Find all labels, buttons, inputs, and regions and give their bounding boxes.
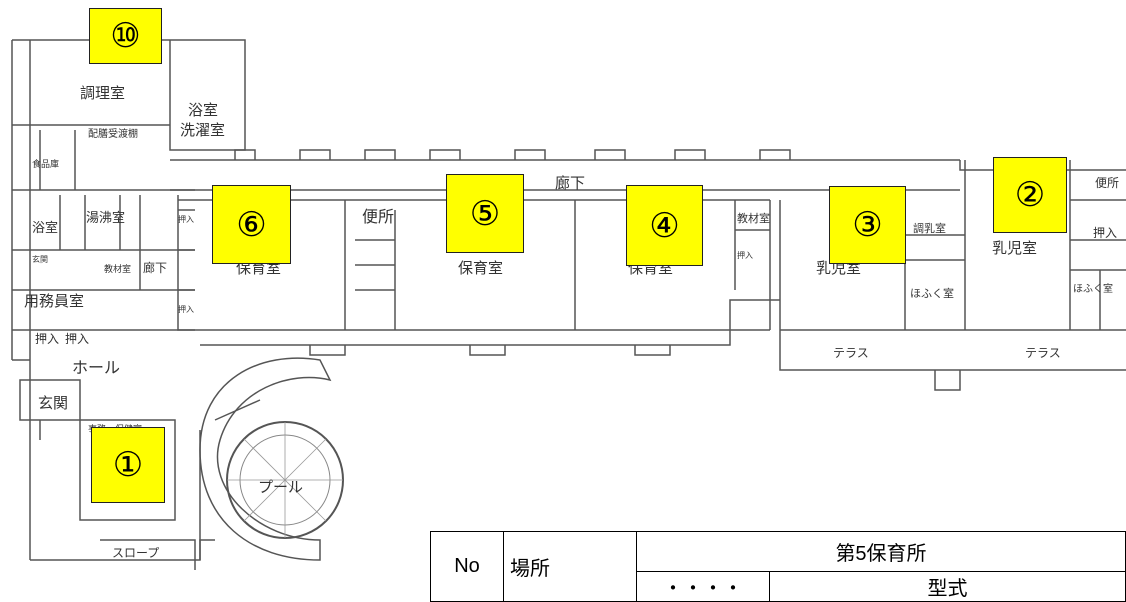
- label-janitor-room: 用務員室: [24, 292, 84, 310]
- label-bathroom-small: 浴室: [32, 220, 58, 236]
- label-toilet-a: 便所: [362, 207, 394, 226]
- label-entrance-small: 玄関: [32, 254, 48, 264]
- label-pool: プール: [258, 478, 303, 496]
- label-closet-b: 押入: [178, 304, 194, 314]
- marker-5: ⑤: [446, 174, 524, 253]
- label-entrance: 玄関: [38, 394, 68, 412]
- label-corridor-main: 廊下: [555, 174, 585, 192]
- label-cooking-room: 調理室: [80, 84, 125, 102]
- label-materials-room-b: 教材室: [737, 211, 770, 225]
- label-terrace-a: テラス: [833, 346, 869, 360]
- marker-10: ⑩: [89, 8, 162, 64]
- marker-3: ③: [829, 186, 906, 264]
- label-infant-room-2: 乳児室: [992, 239, 1037, 257]
- label-terrace-b: テラス: [1025, 346, 1061, 360]
- label-hot-water-room: 湯沸室: [86, 210, 125, 226]
- marker-2: ②: [993, 157, 1067, 233]
- label-closet-e: 押入: [737, 250, 753, 260]
- col-place-header: 場所: [503, 531, 637, 602]
- label-hall: ホール: [72, 358, 120, 377]
- label-food-storage: 食品庫: [32, 158, 59, 170]
- label-nursery-5: 保育室: [458, 259, 503, 277]
- label-clothes-room-b: ほふく室: [1073, 282, 1113, 295]
- marker-6: ⑥: [212, 185, 291, 264]
- label-closet-c: 押入: [35, 332, 59, 346]
- label-closet-f: 押入: [1093, 226, 1117, 240]
- info-table: No 場所 第5保育所 ・・・・ 型式: [430, 531, 1126, 602]
- label-slope: スロープ: [112, 546, 159, 560]
- sub-header-a: ・・・・: [636, 571, 770, 602]
- marker-1: ①: [91, 427, 165, 503]
- label-corridor-side: 廊下: [143, 260, 167, 275]
- marker-4: ④: [626, 185, 703, 266]
- label-closet-a: 押入: [178, 214, 194, 224]
- label-materials-room-a: 教材室: [104, 263, 131, 275]
- label-toilet-b: 便所: [1095, 176, 1119, 190]
- label-clothes-room-a: ほふく室: [910, 286, 954, 300]
- label-closet-d: 押入: [65, 332, 89, 346]
- facility-header: 第5保育所: [636, 531, 1126, 572]
- floor-plan: 調理室 浴室 洗濯室 配膳受渡棚 食品庫 浴室 湯沸室 玄関 教材室 廊下 押入…: [11, 39, 1126, 570]
- label-laundry-room: 洗濯室: [180, 121, 225, 139]
- label-bath-room: 浴室: [188, 101, 218, 119]
- col-no-header: No: [430, 531, 504, 602]
- label-formula-room: 調乳室: [913, 221, 946, 235]
- label-delivery-room: 配膳受渡棚: [88, 127, 138, 140]
- sub-header-type: 型式: [769, 571, 1126, 602]
